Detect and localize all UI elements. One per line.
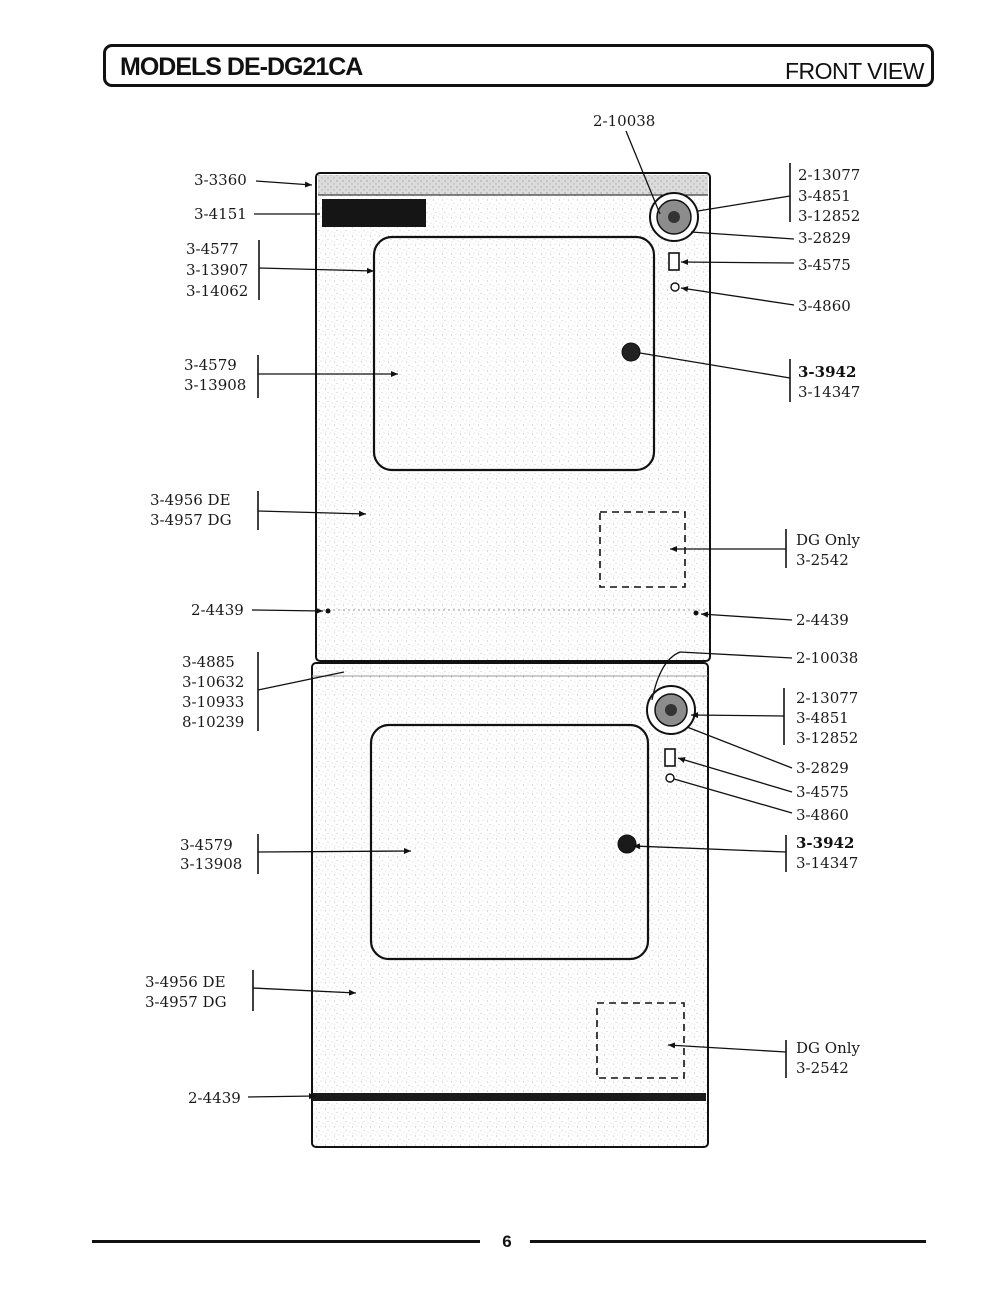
upper-timer-knob bbox=[649, 192, 699, 242]
label-lower-handle-1: 3-3942 bbox=[796, 834, 854, 852]
label-door-1: 3-4577 bbox=[186, 240, 239, 258]
upper-leader-lines bbox=[251, 130, 795, 621]
label-upper-screw-right: 2-4439 bbox=[796, 611, 849, 629]
label-door-glass-1: 3-4579 bbox=[184, 356, 237, 374]
upper-door-handle bbox=[621, 342, 641, 362]
page-number: 6 bbox=[502, 1232, 512, 1251]
label-upper-screw-left: 2-4439 bbox=[191, 601, 244, 619]
lower-dg-only-panel bbox=[596, 1002, 685, 1079]
lower-switch bbox=[664, 748, 676, 767]
label-lower-door-glass-2: 3-13908 bbox=[180, 855, 242, 873]
label-upper-dg-only: DG Only bbox=[796, 531, 861, 549]
label-upper-dg-part: 3-2542 bbox=[796, 551, 849, 569]
label-kick-plate: 2-4439 bbox=[188, 1089, 241, 1107]
lower-kick-plate bbox=[312, 1093, 706, 1101]
label-front-panel-1: 3-4956 DE bbox=[150, 491, 231, 509]
label-lower-timer-1: 2-13077 bbox=[796, 689, 858, 707]
upper-dryer-unit bbox=[315, 172, 711, 662]
label-upper-handle-1: 3-3942 bbox=[798, 363, 856, 381]
label-lower-timer-2: 3-4851 bbox=[796, 709, 849, 727]
label-upper-timer-2: 3-4851 bbox=[798, 187, 851, 205]
label-upper-timer-3: 3-12852 bbox=[798, 207, 860, 225]
upper-nameplate bbox=[322, 199, 426, 227]
label-lower-door-glass-1: 3-4579 bbox=[180, 836, 233, 854]
label-lower-timer-knob: 2-10038 bbox=[796, 649, 858, 667]
label-top-panel: 3-3360 bbox=[194, 171, 247, 189]
lower-door-handle bbox=[617, 834, 637, 854]
label-lower-front-panel-1: 3-4956 DE bbox=[145, 973, 226, 991]
upper-top-panel bbox=[318, 175, 708, 195]
label-joint-3: 3-10933 bbox=[182, 693, 244, 711]
footer-rule-left bbox=[92, 1240, 480, 1243]
label-lower-dial: 3-2829 bbox=[796, 759, 849, 777]
label-lower-indicator: 3-4860 bbox=[796, 806, 849, 824]
label-lower-switch: 3-4575 bbox=[796, 783, 849, 801]
label-joint-4: 8-10239 bbox=[182, 713, 244, 731]
lower-indicator-light bbox=[665, 773, 675, 783]
view-title: FRONT VIEW bbox=[785, 58, 924, 84]
footer-rule-right bbox=[530, 1240, 926, 1243]
upper-indicator-light bbox=[670, 282, 680, 292]
label-upper-timer-1: 2-13077 bbox=[798, 166, 860, 184]
label-joint-1: 3-4885 bbox=[182, 653, 235, 671]
label-lower-front-panel-2: 3-4957 DG bbox=[145, 993, 227, 1011]
lower-timer-knob bbox=[646, 685, 696, 735]
label-upper-dial: 3-2829 bbox=[798, 229, 851, 247]
label-upper-switch: 3-4575 bbox=[798, 256, 851, 274]
header-frame bbox=[103, 44, 934, 87]
label-lower-dg-part: 3-2542 bbox=[796, 1059, 849, 1077]
label-lower-timer-3: 3-12852 bbox=[796, 729, 858, 747]
lower-door bbox=[369, 723, 650, 961]
lower-leader-lines bbox=[247, 651, 793, 1100]
label-door-2: 3-13907 bbox=[186, 261, 248, 279]
label-upper-timer-knob: 2-10038 bbox=[593, 112, 655, 130]
label-door-3: 3-14062 bbox=[186, 282, 248, 300]
label-upper-indicator: 3-4860 bbox=[798, 297, 851, 315]
label-door-glass-2: 3-13908 bbox=[184, 376, 246, 394]
label-lower-dg-only: DG Only bbox=[796, 1039, 861, 1057]
upper-switch bbox=[668, 252, 680, 271]
label-nameplate: 3-4151 bbox=[194, 205, 247, 223]
label-front-panel-2: 3-4957 DG bbox=[150, 511, 232, 529]
label-lower-handle-2: 3-14347 bbox=[796, 854, 858, 872]
lower-dryer-unit bbox=[311, 662, 709, 1148]
label-upper-handle-2: 3-14347 bbox=[798, 383, 860, 401]
upper-door bbox=[372, 235, 656, 472]
label-joint-2: 3-10632 bbox=[182, 673, 244, 691]
model-title: MODELS DE-DG21CA bbox=[120, 53, 363, 81]
